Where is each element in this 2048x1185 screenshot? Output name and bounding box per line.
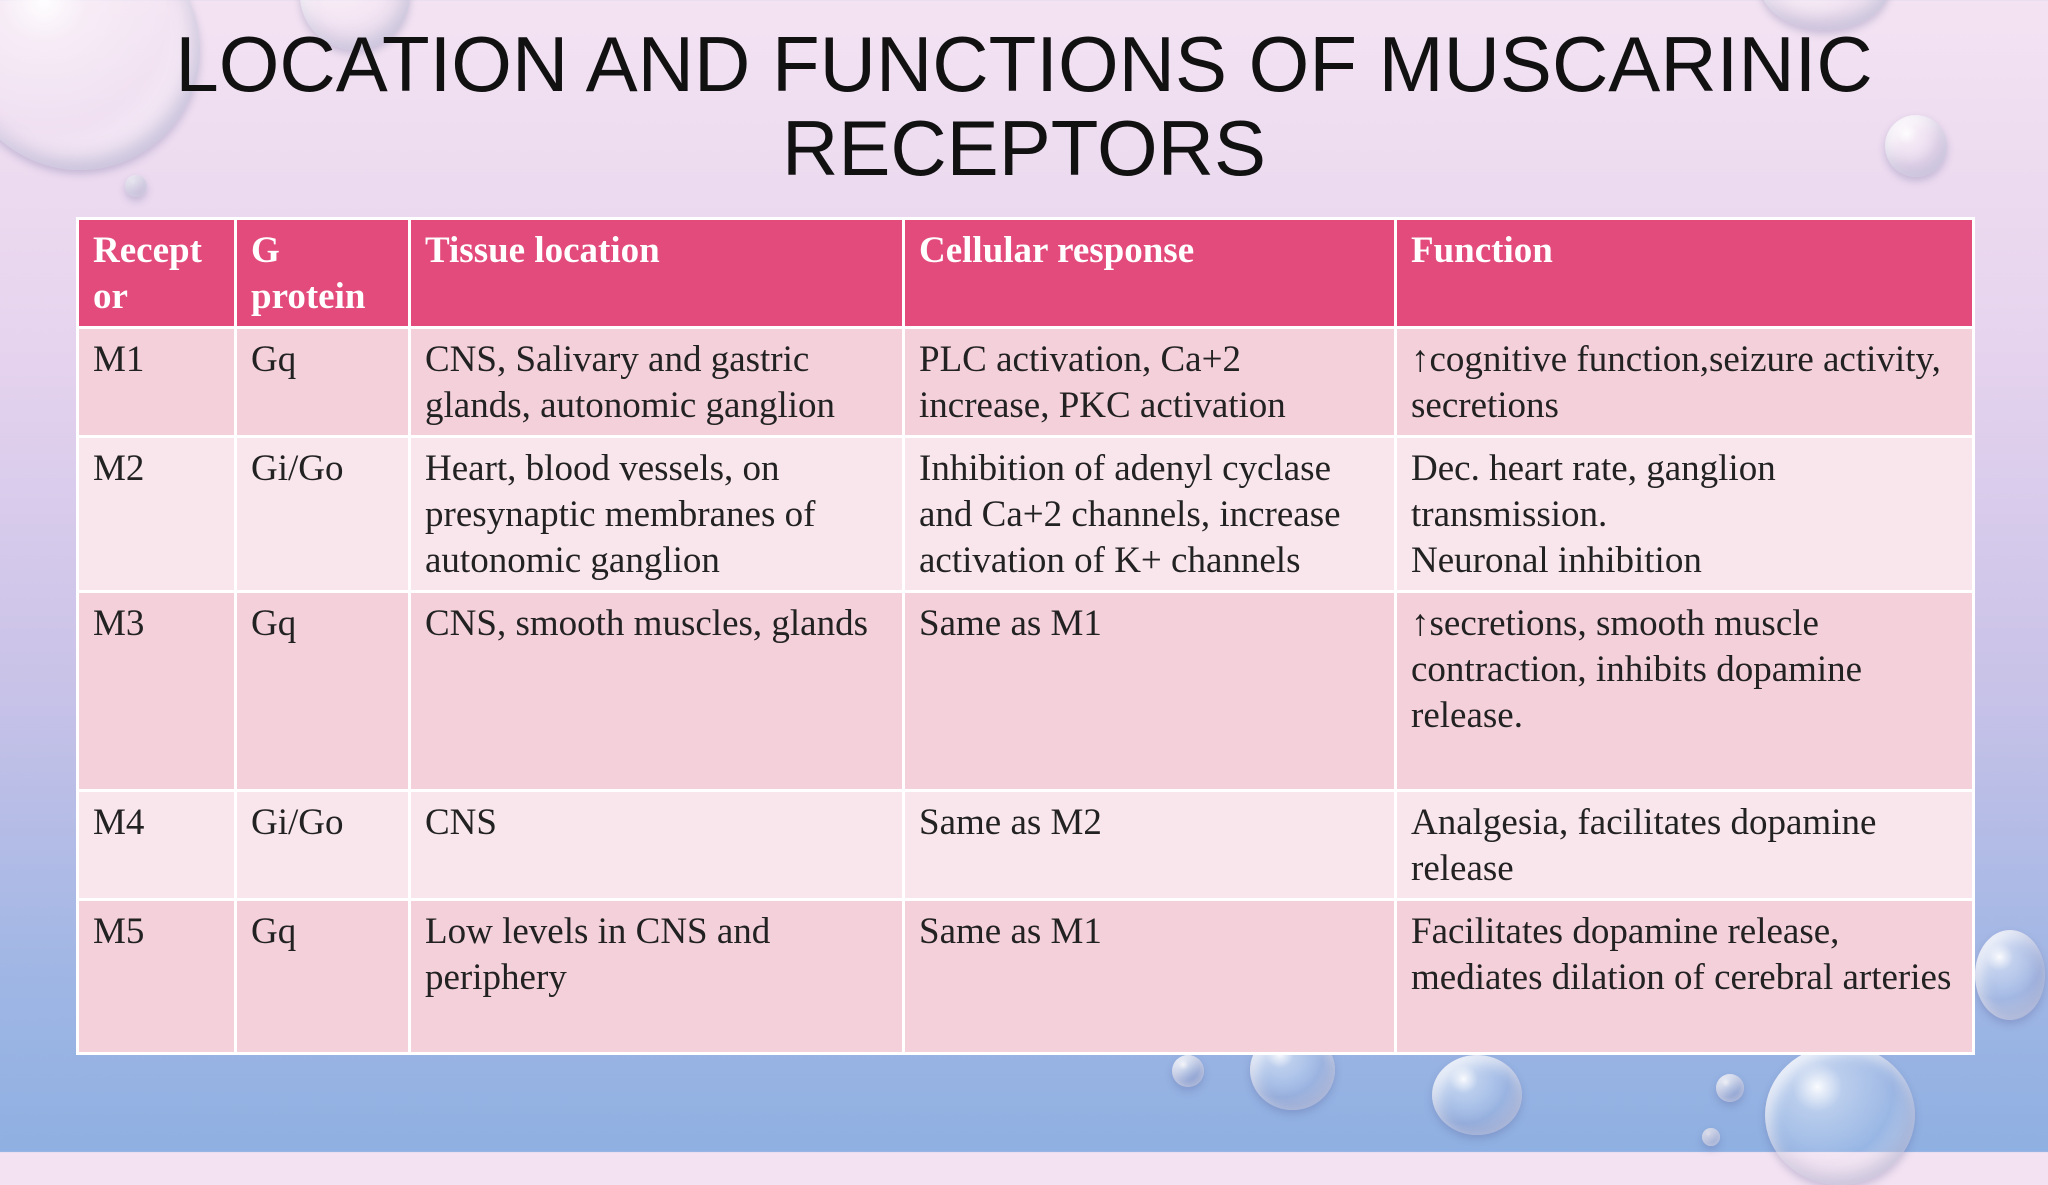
header-tissue-location: Tissue location	[408, 217, 905, 329]
decorative-bubble	[1975, 930, 2045, 1020]
cell-function: ↑cognitive function,seizure activity, se…	[1394, 326, 1975, 438]
slide-title-line1: LOCATION AND FUNCTIONS OF MUSCARINIC	[175, 20, 1873, 108]
cell-g-protein: Gq	[234, 590, 411, 792]
decorative-bubble	[1885, 115, 1947, 177]
cell-function: ↑secretions, smooth muscle contraction, …	[1394, 590, 1975, 792]
cell-g-protein: Gi/Go	[234, 435, 411, 593]
decorative-bubble	[1765, 1045, 1915, 1185]
cell-response: Same as M2	[902, 789, 1397, 901]
cell-tissue: Low levels in CNS and periphery	[408, 898, 905, 1055]
cell-function: Dec. heart rate, ganglion transmission. …	[1394, 435, 1975, 593]
slide-title-line2: RECEPTORS	[782, 104, 1266, 192]
cell-response: Same as M1	[902, 590, 1397, 792]
header-cellular-response: Cellular response	[902, 217, 1397, 329]
cell-tissue: CNS, smooth muscles, glands	[408, 590, 905, 792]
header-receptor: Recept or	[76, 217, 237, 329]
header-g-protein: G protein	[234, 217, 411, 329]
decorative-bubble	[1432, 1055, 1522, 1135]
cell-receptor: M3	[76, 590, 237, 792]
decorative-bubble	[1702, 1128, 1720, 1146]
decorative-bubble	[125, 175, 147, 197]
cell-function: Analgesia, facilitates dopamine release	[1394, 789, 1975, 901]
cell-receptor: M4	[76, 789, 237, 901]
table-row: M1 Gq CNS, Salivary and gastric glands, …	[76, 326, 1975, 438]
receptor-table-container: Recept or G protein Tissue location Cell…	[76, 217, 1975, 1055]
cell-receptor: M2	[76, 435, 237, 593]
decorative-bubble	[1716, 1074, 1744, 1102]
table-row: M2 Gi/Go Heart, blood vessels, on presyn…	[76, 435, 1975, 593]
cell-response: Inhibition of adenyl cyclase and Ca+2 ch…	[902, 435, 1397, 593]
cell-g-protein: Gq	[234, 326, 411, 438]
table-header-row: Recept or G protein Tissue location Cell…	[76, 217, 1975, 329]
table-row: M5 Gq Low levels in CNS and periphery Sa…	[76, 898, 1975, 1055]
cell-receptor: M1	[76, 326, 237, 438]
cell-tissue: Heart, blood vessels, on presynaptic mem…	[408, 435, 905, 593]
table-row: M4 Gi/Go CNS Same as M2 Analgesia, facil…	[76, 789, 1975, 901]
cell-tissue: CNS, Salivary and gastric glands, autono…	[408, 326, 905, 438]
cell-g-protein: Gq	[234, 898, 411, 1055]
cell-response: Same as M1	[902, 898, 1397, 1055]
slide-title: LOCATION AND FUNCTIONS OF MUSCARINIC REC…	[110, 22, 1938, 190]
muscarinic-receptor-table: Recept or G protein Tissue location Cell…	[76, 217, 1975, 1055]
header-function: Function	[1394, 217, 1975, 329]
cell-function: Facilitates dopamine release, mediates d…	[1394, 898, 1975, 1055]
cell-g-protein: Gi/Go	[234, 789, 411, 901]
cell-tissue: CNS	[408, 789, 905, 901]
table-row: M3 Gq CNS, smooth muscles, glands Same a…	[76, 590, 1975, 792]
cell-receptor: M5	[76, 898, 237, 1055]
cell-response: PLC activation, Ca+2 increase, PKC activ…	[902, 326, 1397, 438]
decorative-bubble	[1172, 1055, 1204, 1087]
